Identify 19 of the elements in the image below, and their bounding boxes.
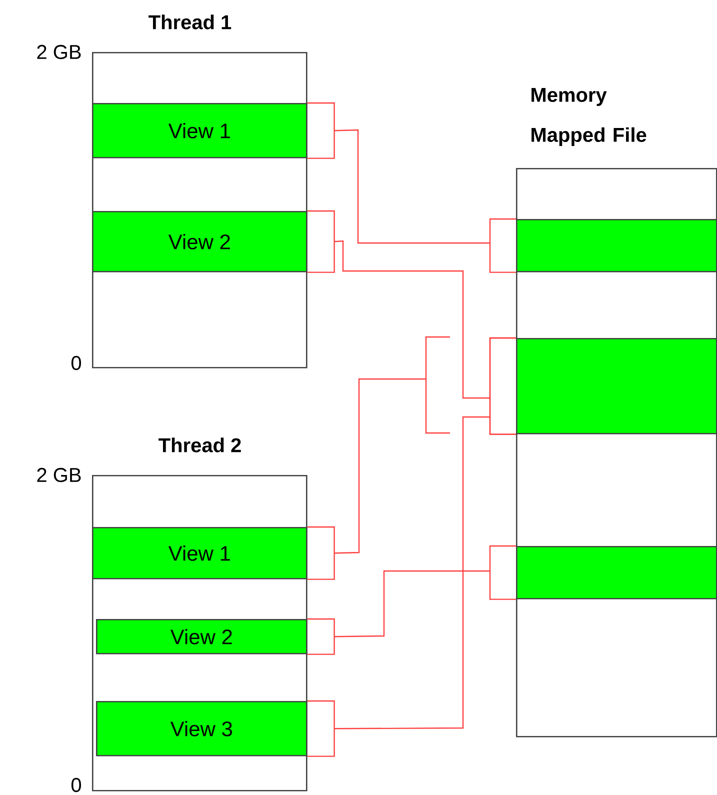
view-bar: View 1 xyxy=(92,527,308,580)
axis-label: 0 xyxy=(71,356,81,370)
view-bar: View 3 xyxy=(96,701,308,756)
axis-label: 2 GB xyxy=(37,44,81,60)
view-bar: View 2 xyxy=(92,211,308,272)
axis-label: 2 GB xyxy=(37,468,81,482)
box-heading: Thread 1 xyxy=(148,14,232,30)
connector xyxy=(306,337,517,757)
axis-label: 0 xyxy=(71,778,81,792)
mapped-segment xyxy=(516,546,717,600)
view-bar: View 2 xyxy=(96,619,308,654)
connector xyxy=(306,336,451,580)
connector xyxy=(306,102,517,273)
connector xyxy=(306,545,517,655)
mapped-segment xyxy=(516,338,717,434)
box-heading: Thread 2 xyxy=(158,438,241,452)
box-heading: Memory Mapped File xyxy=(532,88,646,146)
view-bar: View 1 xyxy=(92,103,308,158)
mapped-segment xyxy=(516,219,717,272)
